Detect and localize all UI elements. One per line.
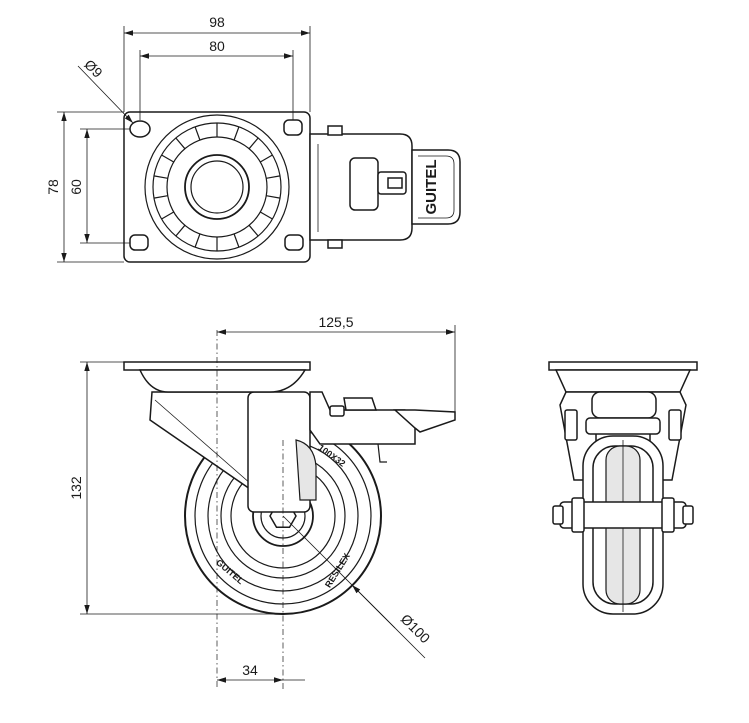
dim-98: 98	[123, 14, 311, 112]
dim-hole-diameter-label: Ø9	[81, 56, 106, 81]
dim-overall-reach: 125,5	[318, 314, 353, 330]
side-view: 100X32 RESILEX GUITEL 125,5	[68, 314, 456, 690]
dim-34: 34	[217, 662, 305, 683]
brake-housing-top: GUITEL	[309, 125, 461, 249]
dim-hole-spacing-x: 80	[209, 38, 225, 54]
brand-label-top: GUITEL	[423, 160, 440, 215]
top-view: GUITEL 98 80 Ø9 78	[45, 14, 461, 263]
dim-side-overall-height: 132	[68, 476, 84, 500]
dim-60: 60	[68, 128, 130, 244]
brake-lever	[309, 391, 456, 463]
dim-hole-spacing-y: 60	[68, 179, 84, 195]
dim-wheel-diameter-label: Ø100	[398, 611, 434, 647]
dim-132: 132	[68, 361, 283, 615]
front-view	[548, 361, 698, 615]
dim-overall-width: 98	[209, 14, 225, 30]
dim-overall-height: 78	[45, 179, 61, 195]
dim-125-5: 125,5	[217, 314, 456, 412]
mounting-holes	[129, 119, 304, 251]
dim-80: 80	[139, 38, 294, 120]
dim-hole-diameter: Ø9	[77, 56, 134, 124]
swivel-ring	[144, 114, 290, 260]
dim-78: 78	[45, 111, 124, 263]
dim-offset: 34	[242, 662, 258, 678]
front-top-plate	[548, 361, 698, 371]
